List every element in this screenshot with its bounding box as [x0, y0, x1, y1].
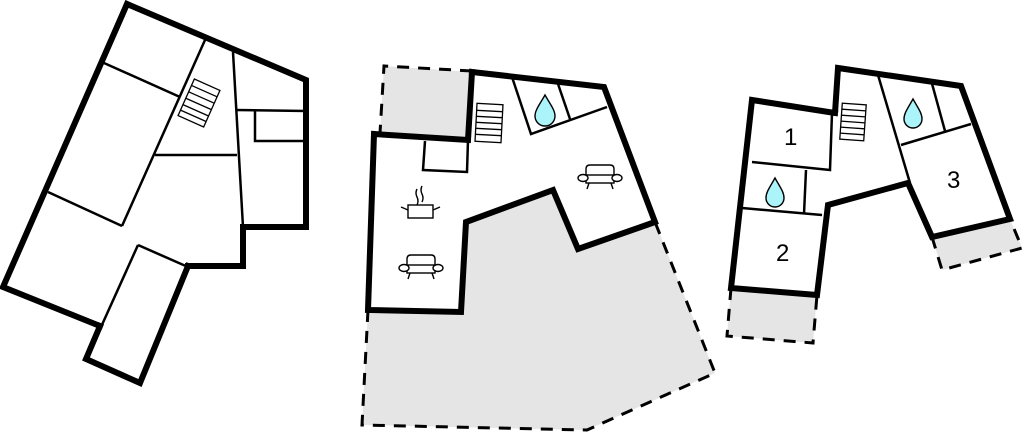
- interior-wall: [802, 169, 808, 215]
- room-number-3: 3: [947, 167, 960, 194]
- interior-wall: [253, 111, 306, 143]
- building-middle: [360, 64, 717, 432]
- terrace-border: [725, 287, 819, 345]
- room-number-1: 1: [784, 124, 797, 151]
- terrace-border: [360, 221, 717, 432]
- terrace-top: [380, 66, 472, 140]
- exterior-wall: [123, 0, 309, 269]
- interior-wall: [751, 112, 834, 172]
- sofa-icon: [577, 164, 623, 190]
- interior-wall: [876, 74, 912, 184]
- interior-wall: [741, 206, 823, 217]
- water-drop-icon: [765, 176, 785, 208]
- interior-wall: [900, 122, 972, 147]
- interior-wall: [510, 76, 608, 136]
- interior-wall: [103, 61, 181, 99]
- exterior-wall: [364, 68, 659, 316]
- terrace-border: [930, 218, 1024, 272]
- cooking-pot-icon: [400, 185, 441, 219]
- terrace-bottom: [362, 190, 715, 430]
- sofa-icon: [398, 254, 444, 280]
- building-left: [0, 0, 309, 387]
- interior-wall: [421, 139, 470, 174]
- stairs-icon: [177, 78, 221, 128]
- water-drop-icon: [903, 97, 923, 129]
- interior-wall: [120, 39, 207, 227]
- exterior-wall: [0, 0, 131, 330]
- interior-wall: [235, 108, 307, 113]
- exterior-wall: [727, 64, 1014, 299]
- terrace-border: [378, 64, 473, 134]
- terrace-right: [932, 219, 1022, 270]
- terrace-left: [727, 288, 817, 343]
- stairs-icon: [839, 102, 867, 142]
- interior-wall: [47, 190, 123, 228]
- stairs-icon: [474, 102, 504, 144]
- water-drop-icon: [534, 93, 556, 127]
- interior-wall: [99, 244, 140, 328]
- building-right: 1 2 3: [725, 64, 1024, 345]
- interior-wall: [231, 51, 245, 228]
- exterior-wall: [82, 262, 192, 387]
- interior-wall: [929, 79, 947, 132]
- interior-wall: [555, 80, 572, 120]
- room-number-2: 2: [776, 240, 789, 267]
- interior-wall: [137, 243, 189, 269]
